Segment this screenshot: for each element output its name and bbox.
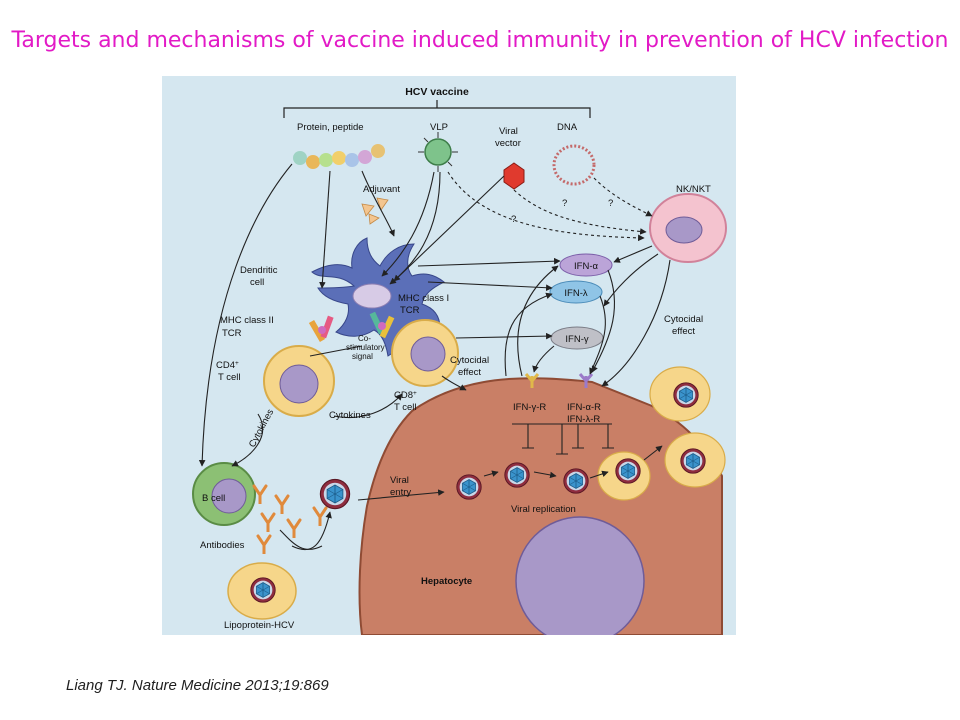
label-effect-right: effect (672, 326, 695, 337)
label-question-1: ? (511, 214, 516, 225)
adjuvant-triangles (361, 197, 389, 225)
entering-virion (319, 478, 351, 510)
label-mhc-class-i: MHC class I (398, 293, 449, 304)
label-vlp: VLP (430, 122, 448, 133)
label-co: Co- (358, 334, 371, 343)
label-cd4: CD4+ (216, 360, 239, 372)
label-tcr-right: TCR (400, 305, 420, 316)
label-question-3: ? (562, 198, 567, 209)
hepatocyte-nucleus (515, 516, 645, 635)
slide-title: Targets and mechanisms of vaccine induce… (11, 28, 949, 53)
label-ifn-gamma-r: IFN-γ-R (513, 402, 546, 413)
label-signal: signal (352, 352, 373, 361)
label-ifn-alpha: IFN-α (574, 261, 598, 272)
ifn-receptors (524, 373, 594, 388)
ifn-alpha-bubble (559, 253, 613, 277)
label-vector: vector (495, 138, 521, 149)
label-cytocidal-right: Cytocidal (664, 314, 703, 325)
label-dna: DNA (557, 122, 578, 133)
cd4-nucleus (279, 364, 319, 404)
label-antibodies: Antibodies (200, 540, 245, 551)
vlp-particle (418, 132, 458, 172)
cd8-nucleus (410, 336, 446, 372)
label-adjuvant: Adjuvant (363, 184, 400, 195)
label-ifn-alpha-r: IFN-α-R (567, 402, 601, 413)
mhc-tcr-complexes (308, 311, 395, 343)
vaccine-bracket (283, 100, 591, 118)
citation: Liang TJ. Nature Medicine 2013;19:869 (66, 677, 329, 694)
label-viral: Viral (499, 126, 518, 137)
label-protein-peptide: Protein, peptide (297, 122, 364, 133)
label-viral-replication: Viral replication (511, 504, 576, 515)
dna-plasmid (552, 144, 596, 186)
label-viral-entry-2: entry (390, 487, 411, 498)
label-cytocidal-left: Cytocidal (450, 355, 489, 366)
label-ifn-lambda: IFN-λ (564, 288, 587, 299)
label-cytokines-horizontal: Cytokines (329, 410, 371, 421)
label-dendritic-cell: cell (250, 277, 264, 288)
label-stimulatory: stimulatory (346, 343, 385, 352)
label-nk-nkt: NK/NKT (676, 184, 711, 195)
label-b-cell: B cell (202, 493, 225, 504)
label-cd4-t-cell: T cell (218, 372, 241, 383)
nk-nkt-nucleus (665, 216, 703, 244)
ifn-lambda-bubble (549, 280, 603, 304)
label-cd8: CD8+ (394, 390, 417, 402)
label-hepatocyte: Hepatocyte (421, 576, 472, 587)
label-effect-left: effect (458, 367, 481, 378)
label-tcr-left: TCR (222, 328, 242, 339)
viral-vector-particle (503, 162, 525, 190)
label-ifn-lambda-r: IFN-λ-R (567, 414, 600, 425)
label-viral-entry-1: Viral (390, 475, 409, 486)
label-ifn-gamma: IFN-γ (565, 334, 588, 345)
label-dendritic: Dendritic (240, 265, 278, 276)
label-question-2: ? (608, 198, 613, 209)
protein-peptide-beads (293, 144, 385, 169)
hcv-vaccine-figure: HCV vaccine Protein, peptide VLP Viral v… (162, 76, 736, 635)
label-mhc-class-ii: MHC class II (220, 315, 274, 326)
label-hcv-vaccine: HCV vaccine (405, 86, 469, 98)
dendritic-nucleus (352, 283, 392, 309)
pathway-arrows (198, 163, 671, 551)
label-lipoprotein-hcv: Lipoprotein-HCV (224, 620, 295, 631)
label-cd8-t-cell: T cell (394, 402, 417, 413)
b-cell-nucleus (211, 478, 247, 514)
lipoprotein-virion (250, 577, 276, 603)
